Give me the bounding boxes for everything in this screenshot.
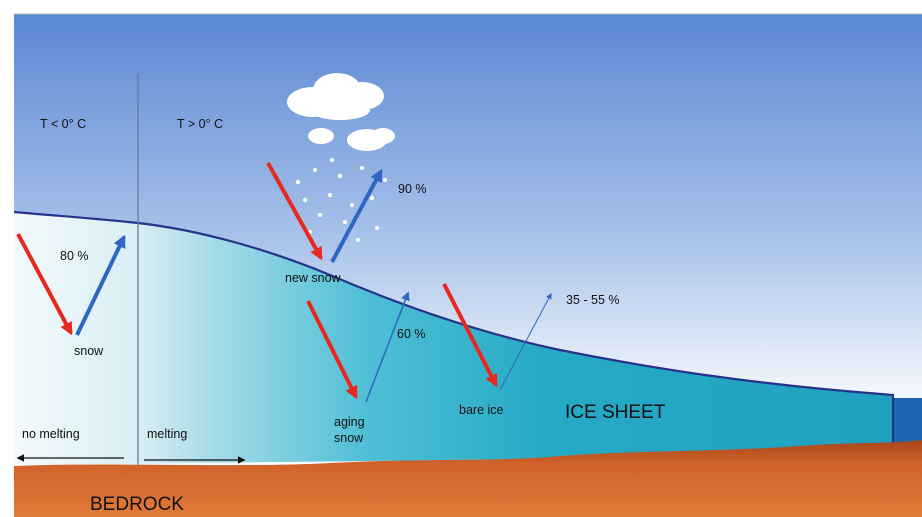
incoming-radiation-arrow-bare-ice: [442, 283, 498, 388]
no-melting-label: no melting: [22, 427, 80, 441]
reflected-radiation-arrow-bare-ice: [499, 292, 552, 391]
cloud-icon: [287, 73, 395, 151]
bedrock-label: BEDROCK: [90, 494, 184, 515]
incoming-radiation-arrow-new-snow: [266, 162, 323, 261]
ice-sheet: [14, 212, 893, 465]
new-snow-label: new snow: [285, 271, 342, 285]
bedrock-layer: [14, 440, 922, 517]
new-snow-albedo-percent: 90 %: [398, 182, 427, 196]
snow-label: snow: [74, 344, 104, 358]
ice-surface-line: [13, 210, 895, 455]
reflected-radiation-arrow-snow: [75, 234, 126, 336]
bare-ice-label: bare ice: [459, 403, 504, 417]
aging-snow-label-line1: aging: [334, 415, 365, 429]
snowflakes: [295, 158, 387, 242]
aging-snow-label-line2: snow: [334, 431, 364, 445]
reflected-radiation-arrow-aging-snow: [365, 291, 410, 403]
temperature-above-zero-label: T > 0° C: [177, 117, 223, 131]
aging-snow-albedo-percent: 60 %: [397, 327, 426, 341]
melting-label: melting: [147, 427, 187, 441]
incoming-radiation-arrow-snow: [16, 233, 73, 336]
snow-albedo-percent: 80 %: [60, 249, 89, 263]
temperature-below-zero-label: T < 0° C: [40, 117, 86, 131]
incoming-radiation-arrow-aging-snow: [306, 300, 358, 400]
ice-sheet-label: ICE SHEET: [565, 402, 666, 423]
reflected-radiation-arrow-new-snow: [330, 168, 383, 263]
bare-ice-albedo-percent: 35 - 55 %: [566, 293, 620, 307]
